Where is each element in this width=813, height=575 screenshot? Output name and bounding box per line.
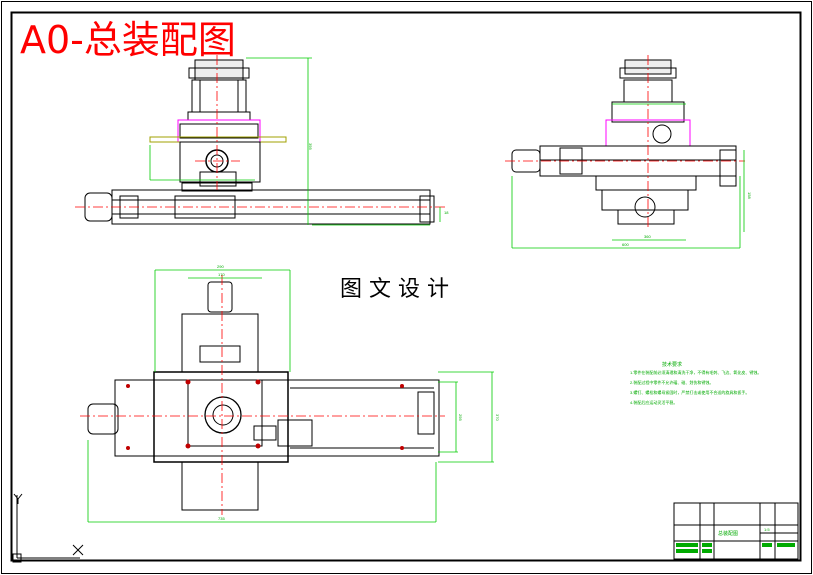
note-line-3: 3.螺钉、螺栓和螺母紧固时，严禁打击或使用不合适的旋具和扳手。 [630,389,749,395]
title-block [673,502,799,560]
note-line-2: 2.装配过程中零件不允许磕、碰、划伤和锈蚀。 [630,379,713,385]
top-height-b-dim: 295 [458,414,463,421]
drawing-title: A0-总装配图 [20,18,236,62]
title-block-scale: 1:5 [764,527,770,532]
top-width-total-dim: 735 [218,516,225,521]
top-holes [126,379,404,450]
title-block-drawing-name: 总装配图 [718,530,738,537]
top-height-a-dim: 370 [495,414,500,421]
ucs-icon [12,493,84,563]
front-centerlines [75,55,445,208]
notes-heading: 技术要求 [662,361,682,368]
title-block-fills [676,543,795,553]
top-width-a-dim: 290 [217,264,224,269]
side-width-dim: 600 [622,242,629,247]
front-height-dim: 395 [308,143,313,150]
side-base-dim: 360 [644,234,651,239]
front-dimensions [149,57,441,226]
side-centerlines [505,55,745,230]
inner-frame [10,11,802,562]
top-centerlines [80,275,445,515]
note-line-1: 1.零件在装配前必须清理和清洗干净，不得有毛刺、飞边、氧化皮、锈蚀。 [630,369,761,375]
top-width-b-dim: 170 [218,272,225,277]
top-dimensions [87,269,494,523]
top-view [87,281,440,511]
front-tail-dim: 18 [444,210,449,215]
watermark-text: 图 文 设 计 [340,277,449,302]
technical-notes: 技术要求 1.零件在装配前必须清理和清洗干净，不得有毛刺、飞边、氧化皮、锈蚀。 … [630,361,761,405]
note-line-4: 4.装配后应运动灵活平稳。 [630,399,677,405]
side-height-dim: 158 [747,192,752,199]
front-view [84,59,435,225]
side-dimensions [511,103,745,249]
side-view [511,59,737,225]
